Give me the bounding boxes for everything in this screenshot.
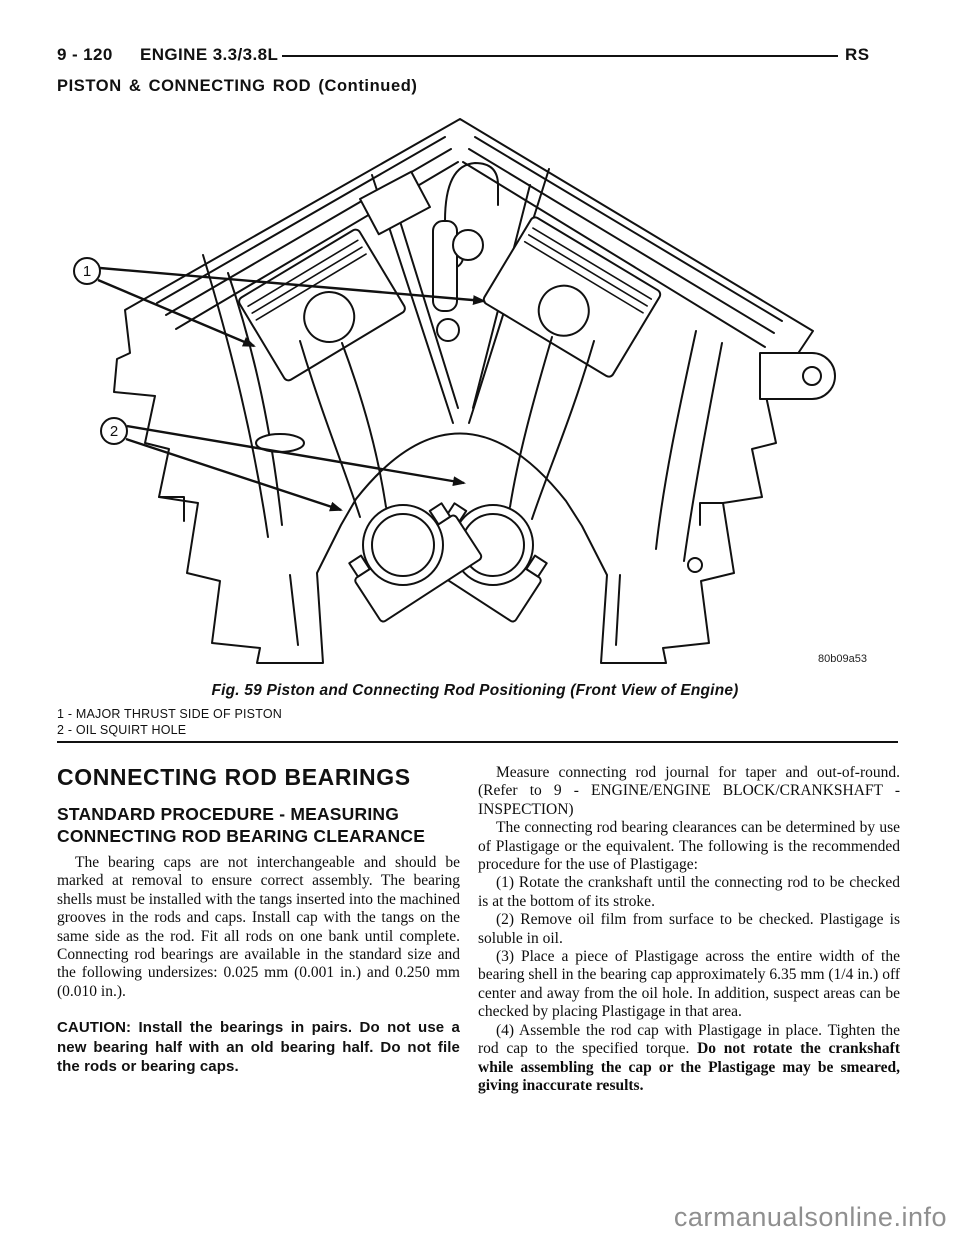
model-code: RS	[845, 45, 870, 64]
section-heading: CONNECTING ROD BEARINGS	[57, 764, 411, 790]
caution-note: CAUTION: Install the bearings in pairs. …	[57, 1019, 460, 1076]
left-column: CONNECTING ROD BEARINGS STANDARD PROCEDU…	[57, 764, 460, 1077]
header-rule	[282, 55, 838, 57]
step-4-text: (4) Assemble the rod cap with Plastigage…	[478, 1021, 900, 1058]
engine-line-art	[113, 118, 836, 664]
callout-2-number: 2	[110, 423, 118, 440]
step-4: (4) Assemble the rod cap with Plastigage…	[478, 1022, 900, 1096]
step-4-warning: Do not rotate the crankshaft while assem…	[478, 1040, 900, 1094]
page-number: 9 - 120	[57, 45, 113, 64]
engine-figure: 1 2 80b09a53	[73, 118, 867, 665]
subsection-title: PISTON & CONNECTING ROD (Continued)	[57, 77, 418, 95]
callout-2: 2	[100, 417, 466, 512]
section-title: ENGINE 3.3/3.8L	[140, 45, 279, 64]
procedure-heading-line2: CONNECTING ROD BEARING CLEARANCE	[57, 826, 426, 846]
legend-item-2: 2 - OIL SQUIRT HOLE	[57, 723, 187, 737]
step-2: (2) Remove oil film from surface to be c…	[478, 911, 900, 947]
watermark: carmanualsonline.info	[673, 1202, 947, 1232]
callout-1: 1	[73, 257, 486, 348]
legend-item-1: 1 - MAJOR THRUST SIDE OF PISTON	[57, 707, 282, 721]
step-3: (3) Place a piece of Plastigage across t…	[478, 948, 900, 1021]
step-1: (1) Rotate the crankshaft until the conn…	[478, 874, 900, 910]
figure-code: 80b09a53	[818, 653, 867, 665]
figure-caption: Fig. 59 Piston and Connecting Rod Positi…	[211, 682, 739, 699]
paragraph-measure: Measure connecting rod journal for taper…	[478, 764, 900, 818]
procedure-heading-line1: STANDARD PROCEDURE - MEASURING	[57, 804, 400, 824]
callout-1-number: 1	[83, 263, 91, 280]
bearing-paragraph: The bearing caps are not interchangeable…	[57, 854, 460, 1000]
procedure-heading: STANDARD PROCEDURE - MEASURING CONNECTIN…	[57, 803, 460, 847]
right-column: Measure connecting rod journal for taper…	[478, 764, 900, 1095]
legend-rule	[57, 741, 898, 743]
figure-legend: 1 - MAJOR THRUST SIDE OF PISTON 2 - OIL …	[57, 706, 282, 738]
paragraph-clearances: The connecting rod bearing clearances ca…	[478, 819, 900, 874]
